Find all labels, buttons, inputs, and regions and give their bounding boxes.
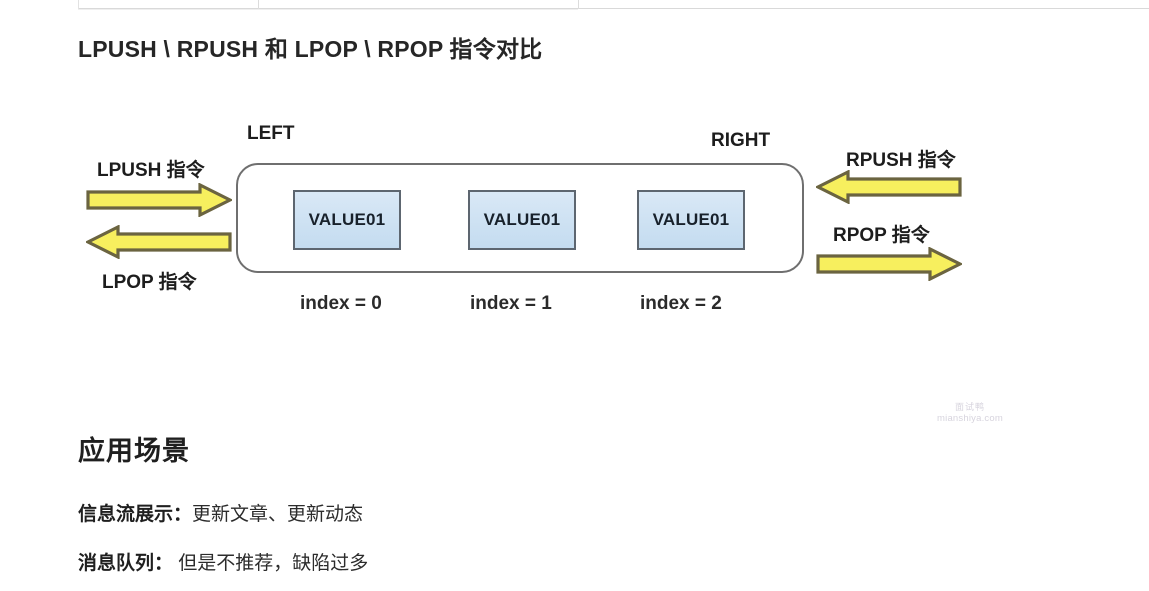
- table-remnant-divider-1: [258, 0, 259, 9]
- index-label: index = 0: [300, 293, 382, 314]
- scenario-item: 信息流展示：更新文章、更新动态: [78, 499, 363, 526]
- table-remnant-left-divider: [78, 0, 79, 9]
- rpop-arrow-right-icon: [816, 247, 962, 281]
- watermark-brand: 面试鸭: [954, 402, 985, 412]
- value-box: VALUE01: [637, 190, 745, 250]
- lpop-arrow-left-icon: [86, 225, 232, 259]
- scenario-term: 消息队列：: [78, 553, 174, 574]
- index-label: index = 1: [470, 293, 552, 314]
- value-box: VALUE01: [468, 190, 576, 250]
- table-remnant-divider-2: [578, 0, 579, 9]
- page-title: LPUSH \ RPUSH 和 LPOP \ RPOP 指令对比: [78, 36, 543, 62]
- rpush-arrow-left-icon: [816, 170, 962, 204]
- scenario-detail: 但是不推荐，缺陷过多: [173, 553, 369, 574]
- lpop-arrow-caption: LPOP 指令: [102, 272, 197, 293]
- scenario-term: 信息流展示：: [78, 504, 193, 525]
- value-box: VALUE01: [293, 190, 401, 250]
- table-remnant-bottom-border: [78, 8, 1149, 9]
- rpop-arrow-caption: RPOP 指令: [833, 225, 930, 246]
- watermark-url: mianshiya.com: [937, 413, 1003, 425]
- left-endpoint-label: LEFT: [247, 123, 295, 144]
- rpush-arrow-caption: RPUSH 指令: [846, 150, 956, 171]
- redis-list-diagram: LEFT RIGHT VALUE01 VALUE01 VALUE01 index…: [0, 95, 1149, 424]
- index-label: index = 2: [640, 293, 722, 314]
- section-heading: 应用场景: [78, 436, 190, 466]
- right-endpoint-label: RIGHT: [711, 130, 771, 151]
- scenario-item: 消息队列： 但是不推荐，缺陷过多: [78, 548, 368, 575]
- scenario-detail: 更新文章、更新动态: [192, 504, 364, 525]
- lpush-arrow-right-icon: [86, 183, 232, 217]
- watermark: 面试鸭 mianshiya.com: [925, 402, 1015, 425]
- lpush-arrow-caption: LPUSH 指令: [97, 160, 205, 181]
- table-remnant-underline: [78, 9, 578, 10]
